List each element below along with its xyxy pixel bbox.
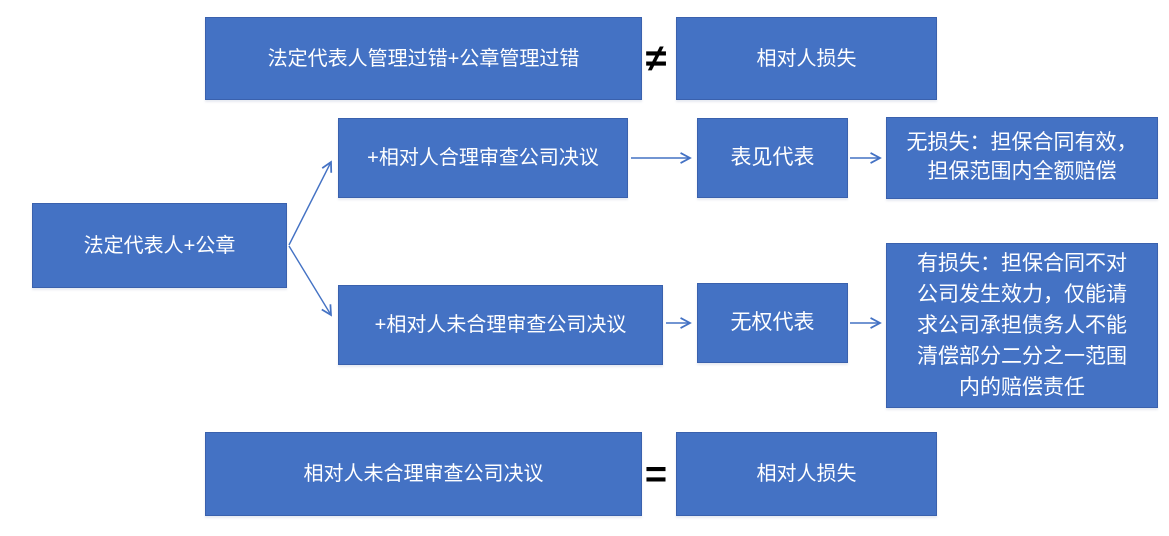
not-equal-operator: ≠ <box>645 37 667 80</box>
box-legal-rep-plus-seal: 法定代表人+公章 <box>32 203 287 288</box>
branch-arrow-upper <box>288 160 333 246</box>
branch-arrow-lower <box>288 245 332 317</box>
equal-operator: = <box>644 453 668 496</box>
box-apparent-representation: 表见代表 <box>697 118 848 198</box>
box-unauthorized-representation: 无权代表 <box>697 283 848 363</box>
box-no-reasonable-review-bottom: 相对人未合理审查公司决议 <box>205 432 642 516</box>
box-no-reasonable-review-condition: +相对人未合理审查公司决议 <box>338 285 663 365</box>
box-loss-outcome: 有损失：担保合同不对 公司发生效力，仅能请 求公司承担债务人不能 清偿部分二分之… <box>886 243 1158 408</box>
box-counterparty-loss-bottom: 相对人损失 <box>676 432 937 516</box>
box-no-loss-outcome: 无损失：担保合同有效， 担保范围内全额赔偿 <box>886 117 1158 199</box>
box-counterparty-loss-top: 相对人损失 <box>676 17 937 100</box>
box-reasonable-review-condition: +相对人合理审查公司决议 <box>338 118 628 198</box>
box-management-fault: 法定代表人管理过错+公章管理过错 <box>205 17 642 100</box>
